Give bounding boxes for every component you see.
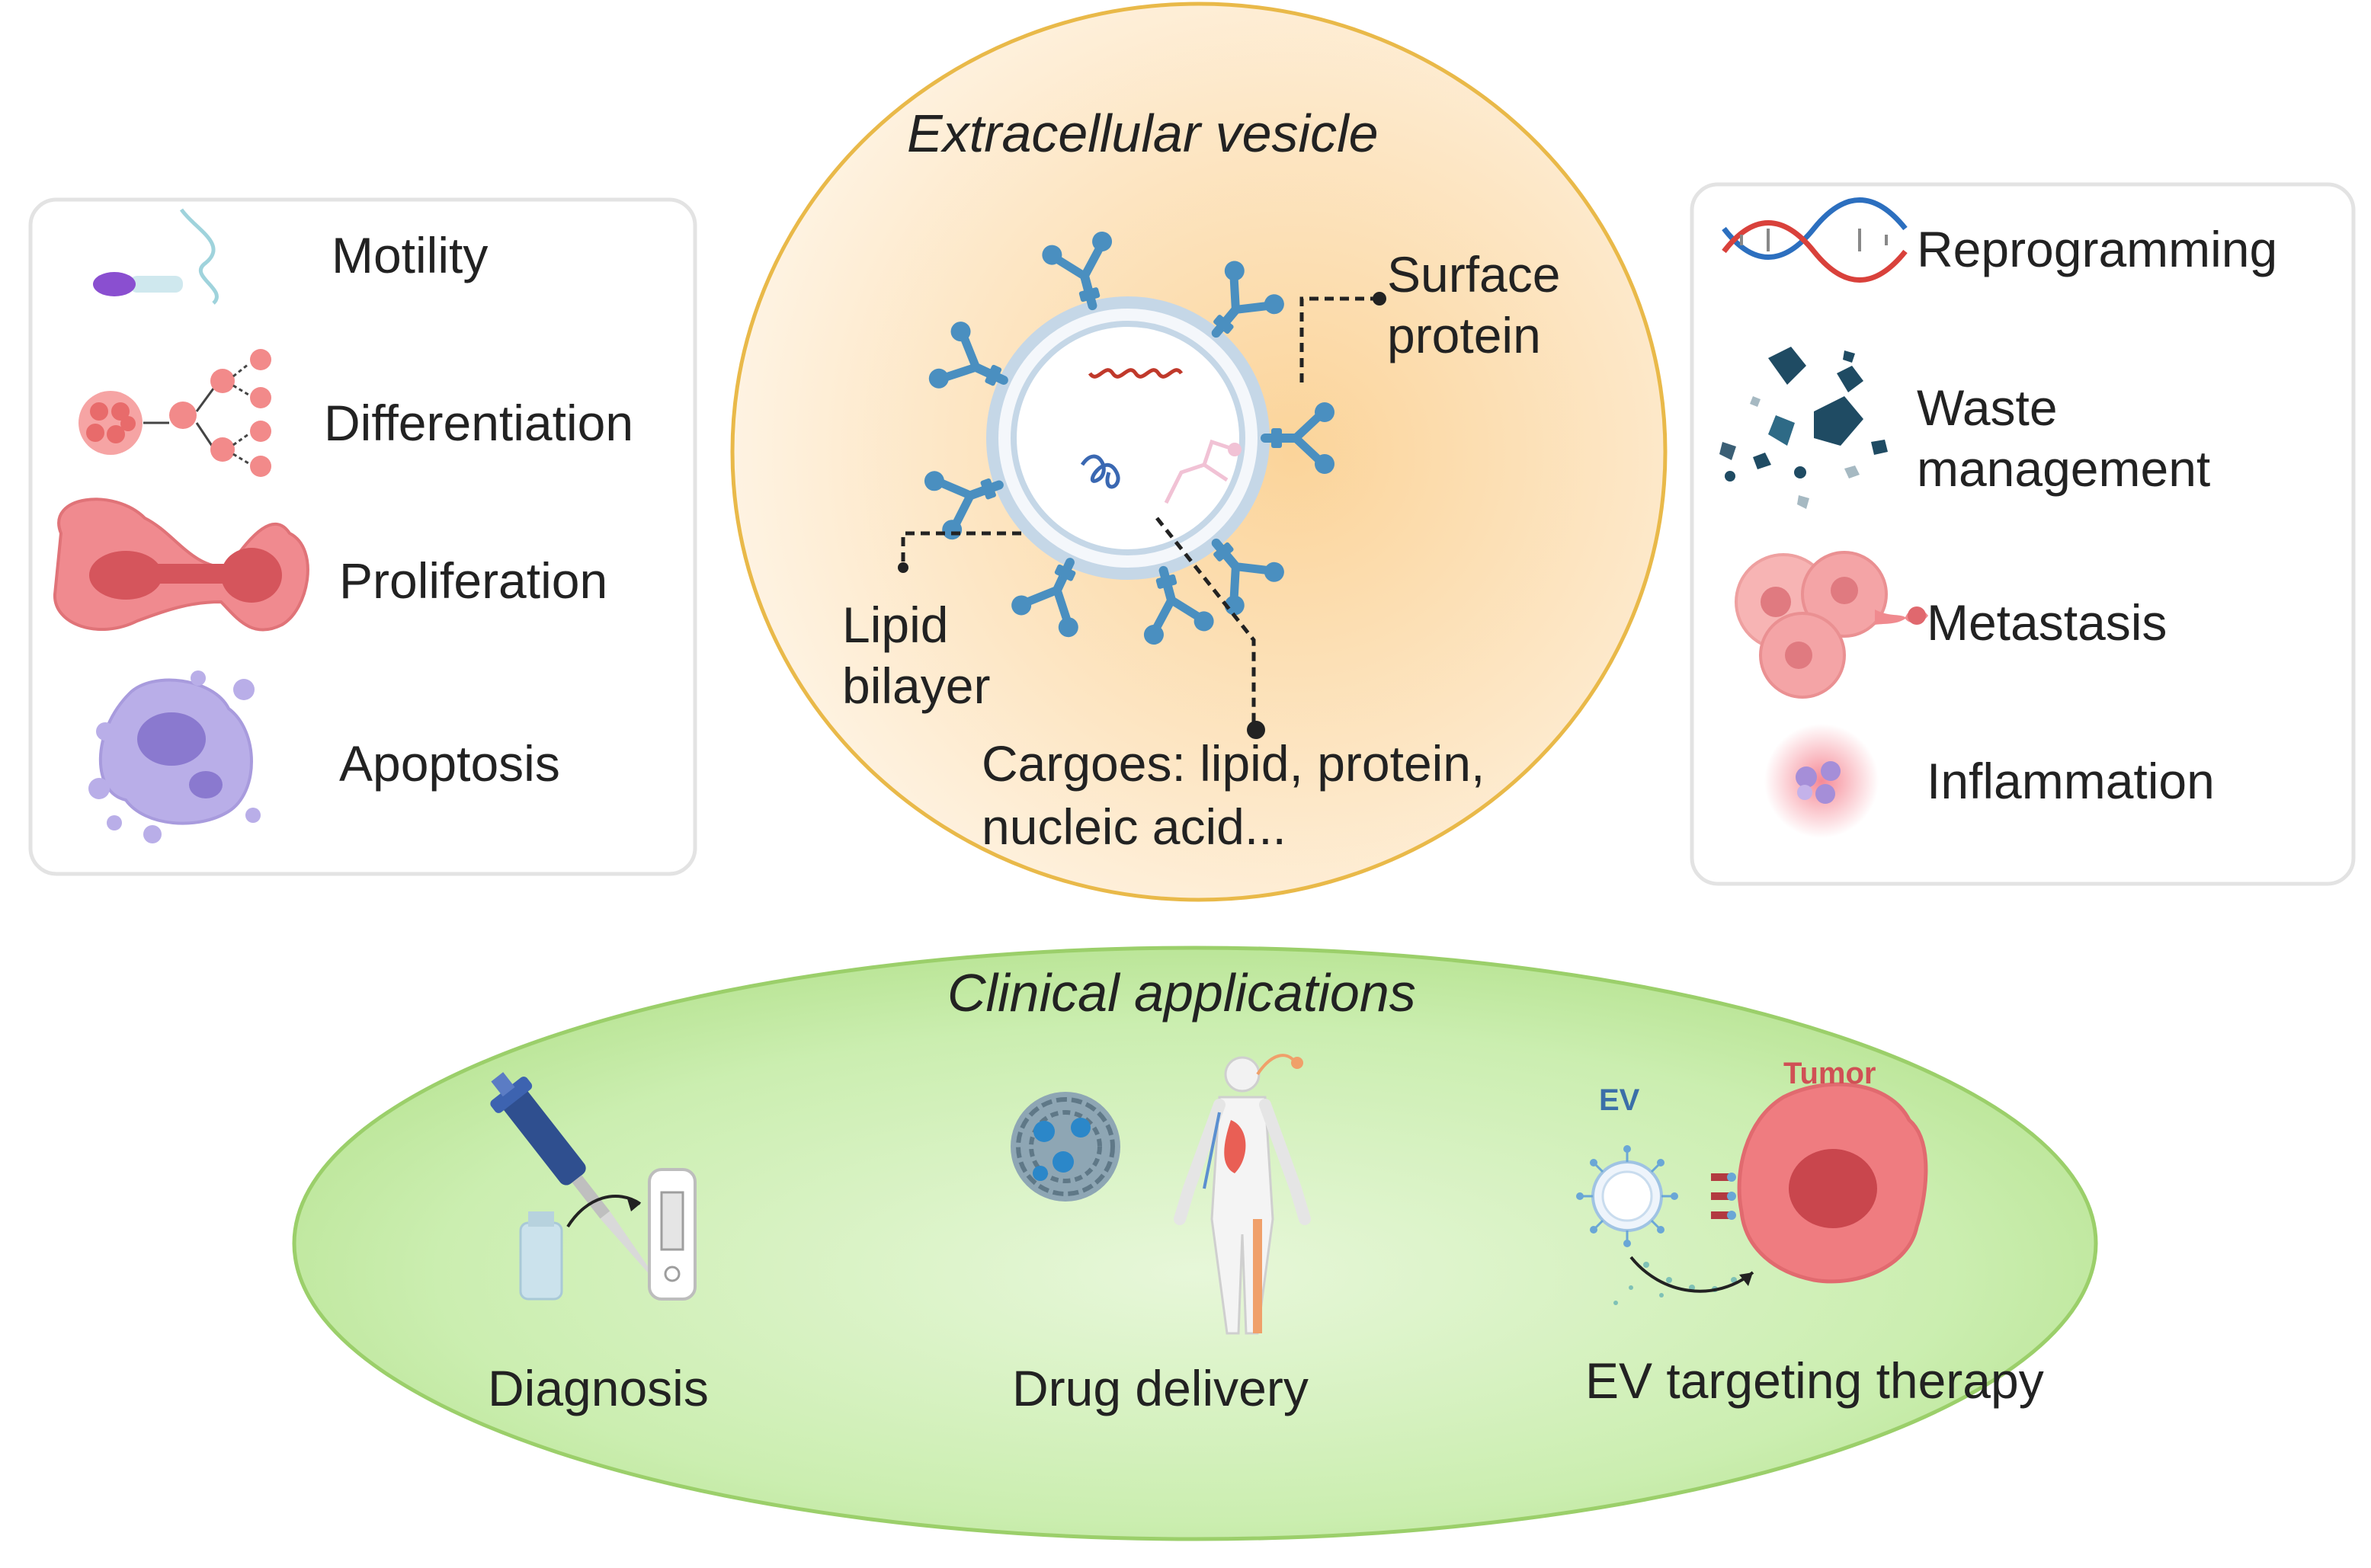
metastasis-label: Metastasis	[1927, 594, 2168, 651]
proliferation-label: Proliferation	[339, 552, 608, 609]
waste-management-label-line2: management	[1917, 440, 2211, 497]
differentiation-label: Differentiation	[324, 395, 634, 451]
inflammation-icon	[1764, 724, 1879, 838]
surface-protein-label-line1: Surface	[1387, 246, 1561, 302]
human-body-icon	[1174, 1054, 1311, 1335]
vesicle-panel	[730, 2, 1668, 902]
nanoparticle-icon	[1011, 1092, 1120, 1202]
lipid-bilayer-label-line2: bilayer	[842, 658, 991, 714]
dividing-cell-icon	[53, 498, 309, 632]
tumor-tag: Tumor	[1783, 1057, 1876, 1090]
debris-icon	[1719, 347, 1888, 509]
inflammation-label: Inflammation	[1927, 753, 2215, 809]
surface-protein-label-line2: protein	[1387, 307, 1541, 363]
waste-management-label-line1: Waste	[1917, 379, 2058, 436]
ev-tag: EV	[1599, 1083, 1640, 1117]
cargoes-label-line1: Cargoes: lipid, protein,	[982, 735, 1485, 792]
apoptosis-label: Apoptosis	[339, 735, 560, 792]
clinical-panel	[292, 946, 2098, 1541]
ev-tumor-icon	[1576, 1082, 1928, 1305]
dna-icon	[1722, 197, 1908, 283]
left-panel	[28, 197, 697, 876]
cargoes-label-line2: nucleic acid...	[982, 798, 1286, 855]
diagnosis-label: Diagnosis	[488, 1360, 709, 1416]
metastatic-cells-icon	[1735, 551, 1928, 699]
leader-lines	[901, 296, 1379, 725]
apoptotic-cell-icon	[88, 670, 261, 843]
right-panel	[1690, 182, 2356, 886]
clinical-title: Clinical applications	[947, 963, 1416, 1022]
drug-delivery-label: Drug delivery	[1012, 1360, 1309, 1416]
motility-label: Motility	[332, 227, 489, 283]
cell-differentiation-icon	[78, 349, 271, 477]
sperm-icon	[93, 208, 219, 305]
reprogramming-label: Reprogramming	[1917, 221, 2278, 277]
ev-targeting-therapy-label: EV targeting therapy	[1585, 1352, 2044, 1409]
cargo-molecules	[1080, 368, 1242, 504]
pipette-test-icon	[490, 1072, 697, 1301]
vesicle-title: Extracellular vesicle	[907, 104, 1379, 163]
lipid-bilayer-label-line1: Lipid	[842, 597, 949, 653]
